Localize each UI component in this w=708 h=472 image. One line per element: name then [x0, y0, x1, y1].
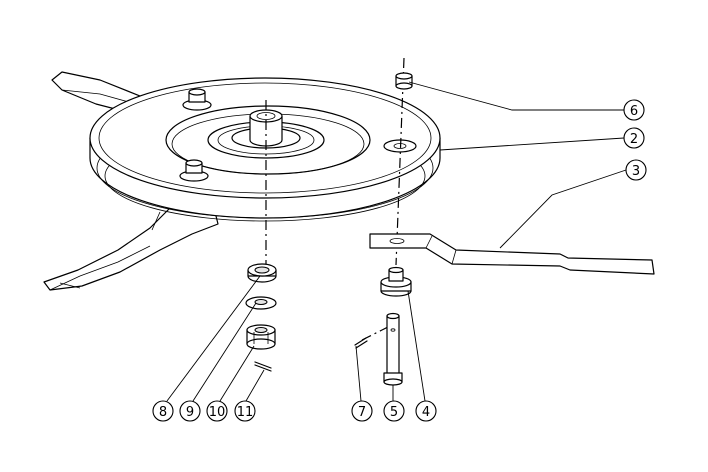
blade-lower-left [43, 207, 219, 291]
svg-text:2: 2 [630, 132, 638, 147]
svg-text:7: 7 [358, 405, 366, 420]
part-8-bushing [247, 263, 277, 283]
svg-text:11: 11 [237, 405, 254, 420]
disc-nut-top [182, 88, 212, 111]
callout-9: 9 [179, 400, 201, 422]
leader-lines [166, 81, 627, 402]
svg-text:6: 6 [630, 104, 638, 119]
part-7-cotter-pin [354, 337, 368, 349]
callout-6: 6 [623, 99, 645, 121]
svg-text:8: 8 [159, 405, 167, 420]
callout-8: 8 [152, 400, 174, 422]
callout-4: 4 [415, 400, 437, 422]
part-3-blade [369, 233, 655, 275]
svg-text:5: 5 [390, 405, 398, 420]
callout-5: 5 [383, 400, 405, 422]
svg-text:3: 3 [632, 164, 640, 179]
part-11-cotter-pin [254, 361, 272, 372]
part-5-bolt [383, 312, 403, 386]
pulley-disc [89, 77, 441, 222]
callout-10: 10 [206, 400, 228, 422]
svg-text:4: 4 [422, 405, 430, 420]
part-6-nut [395, 72, 413, 90]
callout-11: 11 [234, 400, 256, 422]
disc-nut-front [179, 159, 209, 182]
callout-7: 7 [351, 400, 373, 422]
callout-2: 2 [623, 127, 645, 149]
center-axis-blade [395, 57, 405, 266]
part-4-bushing [380, 266, 412, 297]
part-9-washer [245, 296, 277, 310]
part-10-castle-nut [246, 324, 276, 350]
callout-3: 3 [625, 159, 647, 181]
svg-text:10: 10 [209, 405, 226, 420]
svg-text:9: 9 [186, 405, 194, 420]
